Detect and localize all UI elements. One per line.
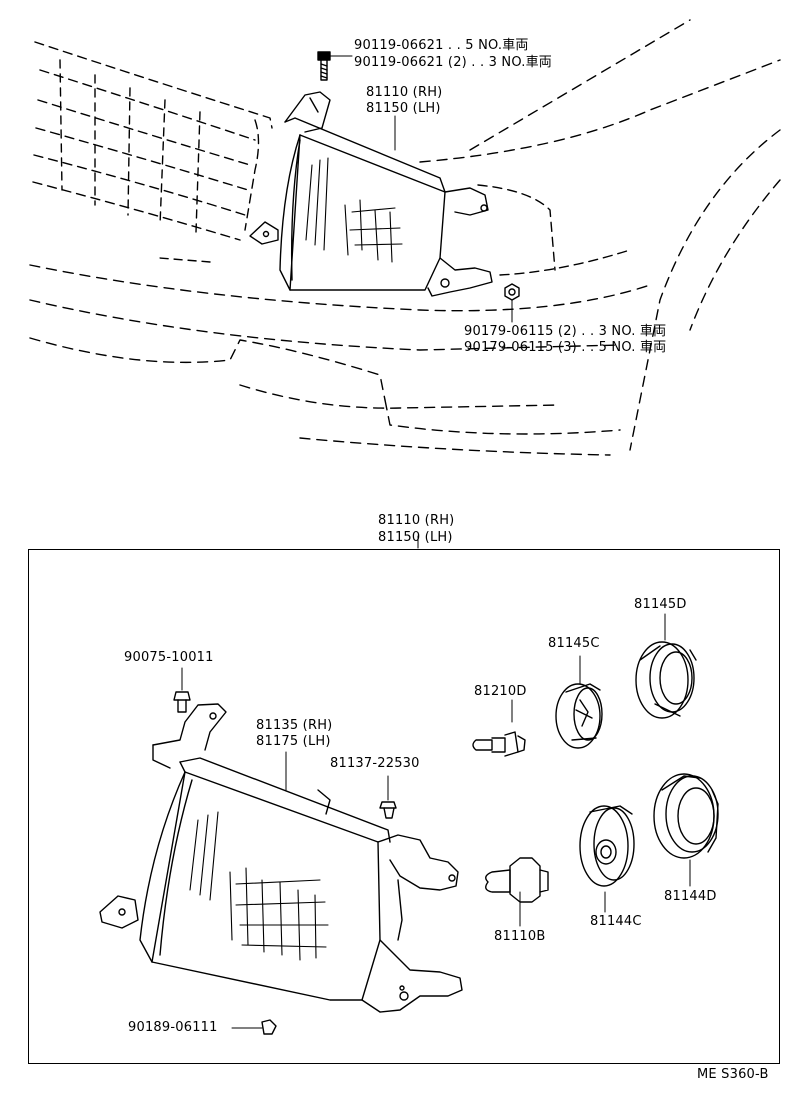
headlamp-lh-label-top: 81150 (LH): [366, 101, 441, 116]
cover-c-part-number: 81144C: [590, 914, 642, 929]
nut-note-line-2: 90179-06115 (3) . . 5 NO. 車両: [464, 340, 667, 355]
clip-icon: [379, 801, 397, 819]
nut-small-icon: [261, 1019, 277, 1035]
headlamp-assembly-top: [249, 91, 493, 297]
vehicle-front-body-outline: [29, 19, 781, 456]
screw-icon: [173, 691, 191, 713]
small-bulb-icon: [472, 731, 526, 757]
bolt-icon: [317, 51, 331, 81]
exploded-view-frame: [28, 549, 780, 1064]
leader-lines-box: [181, 535, 691, 1029]
figure-code: ME S360-B: [697, 1067, 769, 1082]
box-title-rh: 81110 (RH): [378, 513, 455, 528]
bolt-note-line-2: 90119-06621 (2) . . 3 NO.車両: [354, 55, 552, 70]
bolt-note-line-1: 90119-06621 . . 5 NO.車両: [354, 38, 529, 53]
cover-d-icon: [653, 773, 719, 859]
nut-icon: [504, 283, 520, 301]
socket-c-icon: [555, 683, 603, 749]
headlamp-rh-label-top: 81110 (RH): [366, 85, 443, 100]
main-bulb-icon: [485, 857, 549, 903]
box-title-lh: 81150 (LH): [378, 530, 453, 545]
clip-part-number: 81137-22530: [330, 756, 420, 771]
cover-d-part-number: 81144D: [664, 889, 717, 904]
nut-part-number: 90189-06111: [128, 1020, 218, 1035]
socket-d-part-number: 81145D: [634, 597, 687, 612]
headlamp-assembly-exploded: [99, 703, 463, 1013]
leader-lines-top: [329, 55, 513, 323]
socket-d-icon: [635, 641, 697, 719]
lens-lh-part-number: 81175 (LH): [256, 734, 331, 749]
lens-rh-part-number: 81135 (RH): [256, 718, 333, 733]
screw-part-number: 90075-10011: [124, 650, 214, 665]
socket-c-part-number: 81145C: [548, 636, 600, 651]
small-bulb-part-number: 81210D: [474, 684, 527, 699]
main-bulb-part-number: 81110B: [494, 929, 546, 944]
cover-c-icon: [579, 805, 635, 887]
nut-note-line-1: 90179-06115 (2) . . 3 NO. 車両: [464, 324, 667, 339]
